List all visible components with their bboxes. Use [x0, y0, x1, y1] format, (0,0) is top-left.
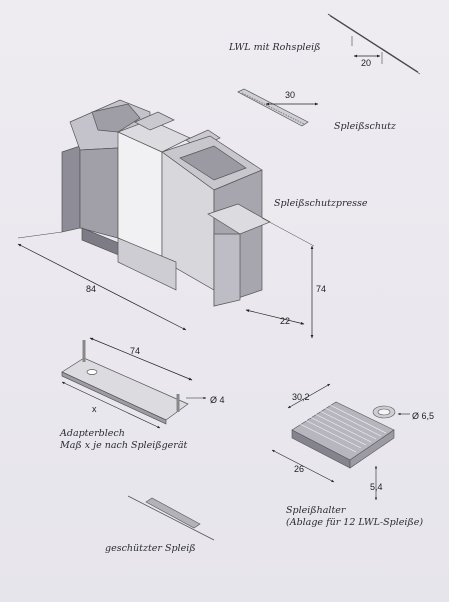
- splice-press-label: Spleißschutzpresse: [274, 198, 368, 209]
- splice-protector-label: Spleißschutz: [334, 121, 396, 132]
- splice-press-illustration: [61, 99, 271, 307]
- adapter-note-label: Maß x je nach Spleißgerät: [60, 440, 188, 451]
- fiber-splice-illustration: [327, 13, 421, 75]
- plate-x-line: [61, 381, 161, 429]
- lwl-splice-label: LWL mit Rohspleiß: [229, 42, 321, 53]
- holder-hole-text: Ø 6,5: [412, 411, 434, 421]
- plate-x-text: x: [92, 404, 97, 414]
- holder-width-line: [287, 383, 331, 409]
- protected-splice-label: geschützter Spleiß: [105, 543, 196, 554]
- press-height-text: 74: [316, 284, 326, 294]
- press-length-line: [17, 243, 187, 331]
- press-length-text: 84: [86, 284, 96, 294]
- pin-diameter-text: Ø 4: [210, 395, 225, 405]
- plate-length-line: [89, 337, 193, 381]
- splice-protector-illustration: [237, 88, 309, 127]
- splice-holder-illustration: [291, 401, 396, 469]
- holder-height-text: 5,4: [370, 482, 383, 492]
- holder-depth-text: 26: [294, 464, 304, 474]
- holder-width-text: 30,2: [292, 392, 310, 402]
- lwl-length-text: 20: [361, 58, 371, 68]
- plate-length-text: 74: [130, 346, 140, 356]
- holder-depth-line: [271, 449, 335, 483]
- press-depth-text: 22: [280, 316, 290, 326]
- protector-length-text: 30: [285, 90, 295, 100]
- splice-holder-note-label: (Ablage für 12 LWL-Spleiße): [286, 517, 424, 528]
- protected-splice-illustration: [127, 495, 215, 541]
- adapter-plate-label: Adapterblech: [60, 428, 125, 439]
- splice-holder-label: Spleißhalter: [286, 505, 346, 516]
- press-depth-line: [245, 309, 305, 325]
